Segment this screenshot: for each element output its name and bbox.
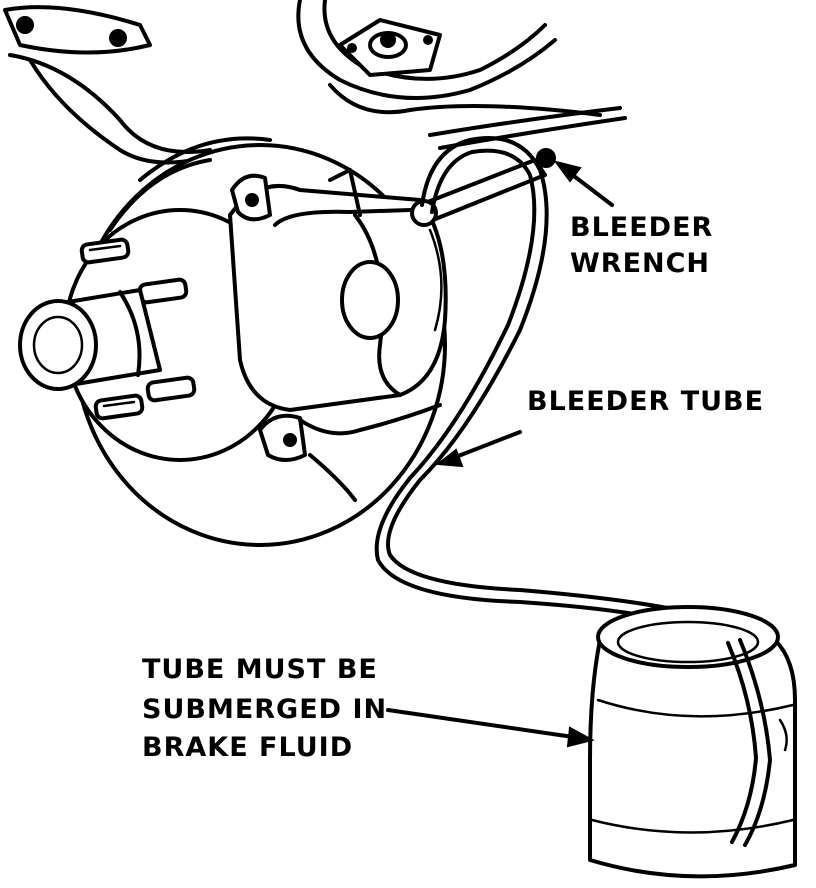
brake-caliper bbox=[228, 168, 448, 502]
lug-studs bbox=[79, 237, 197, 421]
spindle bbox=[18, 288, 162, 391]
label-bleeder-tube: BLEEDER TUBE bbox=[527, 386, 764, 417]
jar bbox=[588, 605, 797, 879]
shock-mount bbox=[338, 18, 442, 77]
upper-control-arm bbox=[3, 0, 602, 165]
leader-bleeder-wrench bbox=[553, 160, 614, 207]
label-bleeder-wrench-line1: BLEEDER bbox=[570, 212, 713, 243]
label-submerged-line1: TUBE MUST BE bbox=[142, 654, 378, 685]
label-bleeder-wrench-line2: WRENCH bbox=[570, 248, 710, 279]
label-submerged-line2: SUBMERGED IN bbox=[142, 694, 387, 725]
leader-bleeder-tube bbox=[435, 430, 522, 468]
bleeder-wrench bbox=[410, 148, 556, 227]
label-submerged-line3: BRAKE FLUID bbox=[142, 732, 353, 763]
leader-submerged bbox=[386, 708, 595, 748]
